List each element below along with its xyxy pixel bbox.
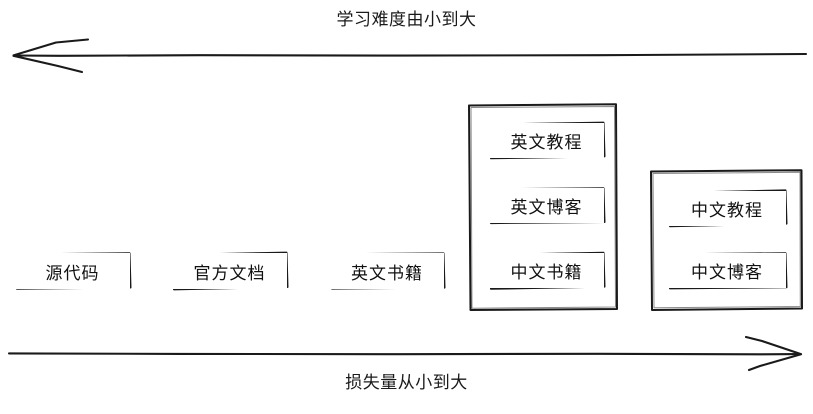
top-axis-label: 学习难度由小到大 — [336, 10, 477, 30]
top-axis-arrow — [12, 38, 808, 74]
bottom-axis-label: 损失量从小到大 — [345, 373, 468, 393]
node-chinese-blog[interactable]: 中文博客 — [668, 253, 786, 288]
node-chinese-tutorial[interactable]: 中文教程 — [668, 191, 786, 226]
bottom-axis-arrow — [7, 335, 803, 372]
node-chinese-books[interactable]: 中文书籍 — [489, 253, 604, 288]
node-english-tutorial[interactable]: 英文教程 — [489, 123, 604, 158]
node-source-code[interactable]: 源代码 — [15, 253, 130, 289]
node-official-docs[interactable]: 官方文档 — [172, 253, 287, 289]
node-english-blog[interactable]: 英文博客 — [489, 188, 604, 223]
node-english-books[interactable]: 英文书籍 — [330, 253, 444, 289]
